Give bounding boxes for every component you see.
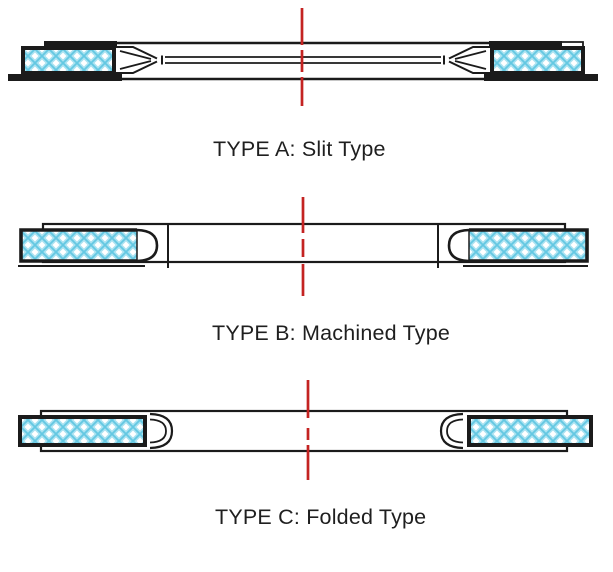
fold-outer-right — [439, 412, 464, 450]
outer-shell-right-edge — [562, 41, 584, 75]
machined-cap-right — [447, 228, 470, 263]
fold-inner-right — [446, 418, 464, 444]
hatched-seal-left — [21, 46, 116, 75]
fold-outer-left — [149, 412, 174, 450]
slit-chevron-left-outer — [116, 46, 158, 74]
cross-section-type-a — [8, 8, 598, 106]
type-c-label: TYPE C: Folded Type — [215, 505, 427, 529]
hatched-seal-right — [469, 228, 589, 263]
fold-inner-left — [149, 418, 167, 444]
hatched-seal-left — [18, 415, 147, 447]
outer-bar-bottom-right — [484, 74, 598, 81]
outer-bar-bottom-left — [8, 74, 122, 81]
outer-bar-top-left — [44, 41, 117, 47]
cross-section-type-b — [18, 197, 589, 296]
slit-chevron-left-inner — [119, 50, 152, 70]
hatched-seal-right — [490, 46, 585, 75]
slit-chevron-right-outer — [448, 46, 490, 74]
type-a-label: TYPE A: Slit Type — [213, 137, 386, 161]
hatched-seal-right — [467, 415, 593, 447]
hatched-seal-left — [19, 228, 137, 263]
outer-bar-top-right — [489, 41, 562, 47]
slit-chevron-right-inner — [454, 50, 487, 70]
machined-cap-left — [136, 228, 159, 263]
type-b-label: TYPE B: Machined Type — [212, 321, 451, 345]
cross-section-type-c — [18, 380, 593, 480]
